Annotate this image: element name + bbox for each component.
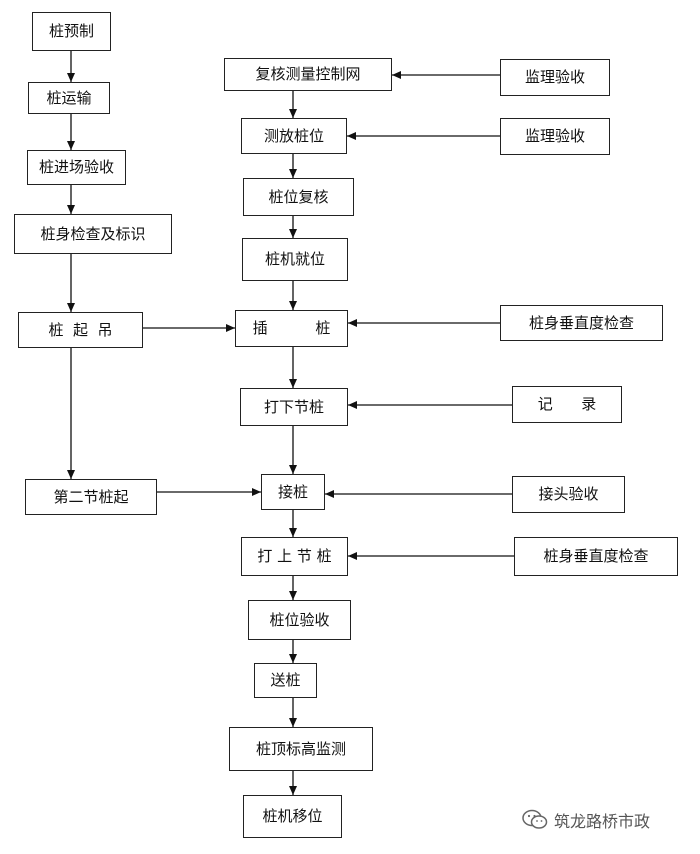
node-supervision-acceptance-1: 监理验收 [500, 59, 610, 96]
node-stakeout-pile-position: 测放桩位 [241, 118, 347, 154]
node-verticality-check-2: 桩身垂直度检查 [514, 537, 678, 576]
node-joint-acceptance: 接头验收 [512, 476, 625, 513]
node-pile-arrival-inspection: 桩进场验收 [27, 150, 126, 185]
watermark: 筑龙路桥市政 [522, 808, 650, 832]
node-pile-lifting: 桩 起 吊 [18, 312, 143, 348]
node-pile-transport: 桩运输 [28, 82, 110, 114]
node-verticality-check-1: 桩身垂直度检查 [500, 305, 663, 341]
node-record: 记 录 [512, 386, 622, 423]
node-pile-body-check-marking: 桩身检查及标识 [14, 214, 172, 254]
node-second-section-lifting: 第二节桩起 [25, 479, 157, 515]
node-pile-position-acceptance: 桩位验收 [248, 600, 351, 640]
node-insert-pile: 插 桩 [235, 310, 348, 347]
node-pile-driver-relocation: 桩机移位 [243, 795, 342, 838]
node-recheck-control-network: 复核测量控制网 [224, 58, 392, 91]
watermark-text: 筑龙路桥市政 [554, 812, 651, 831]
node-pile-prefab: 桩预制 [32, 12, 111, 51]
node-pile-position-recheck: 桩位复核 [243, 178, 354, 216]
wechat-icon [522, 809, 548, 831]
node-supervision-acceptance-2: 监理验收 [500, 118, 610, 155]
node-send-pile: 送桩 [254, 663, 317, 698]
node-splice-pile: 接桩 [261, 474, 325, 510]
node-drive-upper-section: 打 上 节 桩 [241, 537, 348, 576]
node-drive-lower-section: 打下节桩 [240, 388, 348, 426]
node-pile-driver-in-place: 桩机就位 [242, 238, 348, 281]
node-pile-top-elevation-monitoring: 桩顶标高监测 [229, 727, 373, 771]
